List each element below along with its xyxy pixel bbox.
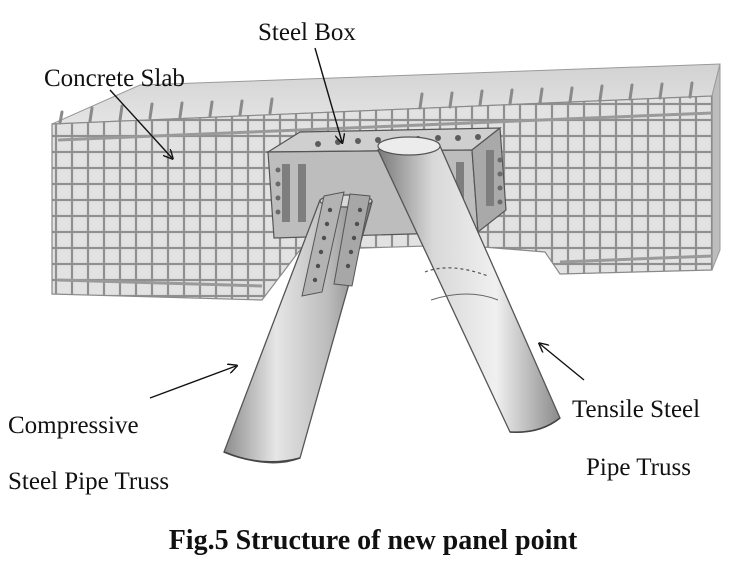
label-compressive-line2: Steel Pipe Truss <box>8 468 170 495</box>
compressive-gusset-plate <box>301 191 345 297</box>
leader-arrows <box>109 47 585 399</box>
label-compressive-line1: Compressive <box>8 412 139 439</box>
figure-caption: Fig.5 Structure of new panel point <box>168 525 578 556</box>
compressive-arrow <box>149 366 236 399</box>
tensile-arrow <box>540 344 585 381</box>
label-tensile-line2: Pipe Truss <box>586 454 691 481</box>
slab-end-face <box>711 63 721 271</box>
rebar-ends <box>58 81 694 125</box>
compressive-pipe-truss <box>223 191 373 464</box>
label-concrete-slab: Concrete Slab <box>44 65 185 92</box>
label-tensile-line1: Tensile Steel <box>572 396 701 423</box>
concrete-slab-arrow <box>109 89 172 158</box>
label-steel-box: Steel Box <box>258 19 356 46</box>
steel-box-arrow <box>314 47 342 142</box>
tensile-pipe-truss <box>377 136 561 434</box>
